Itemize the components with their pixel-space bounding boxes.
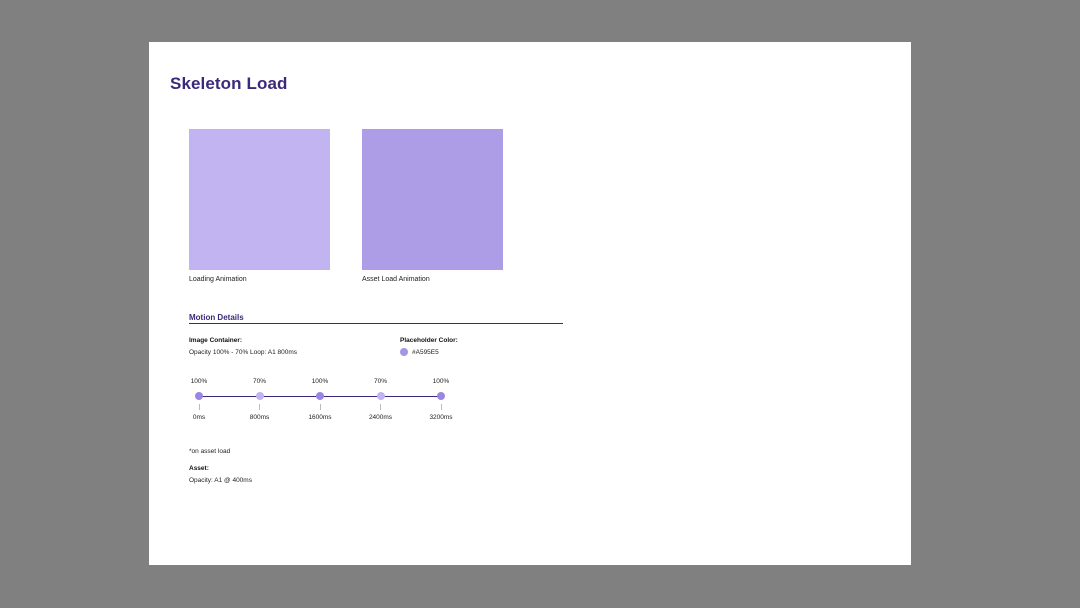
keyframe-time: 1600ms: [308, 414, 332, 421]
keyframe-dot: [255, 392, 264, 400]
placeholder-color-label: Placeholder Color:: [400, 337, 458, 344]
loading-animation-caption: Loading Animation: [189, 276, 247, 283]
image-container-label: Image Container:: [189, 337, 243, 344]
keyframe-opacity: 100%: [190, 378, 208, 385]
opacity-timeline: 100% 0ms 70% 800ms 100% 1600ms 70% 2400m…: [179, 378, 469, 428]
asset-load-note: *on asset load: [189, 448, 231, 455]
keyframe-tick: [319, 404, 321, 410]
keyframe-tick: [440, 404, 442, 410]
timeline-keyframe: 100% 3200ms: [421, 378, 461, 421]
keyframe-dot: [376, 392, 385, 400]
section-divider: [189, 323, 563, 324]
page-title: Skeleton Load: [170, 74, 288, 93]
keyframe-time: 800ms: [249, 414, 270, 421]
artboard: Skeleton Load Loading Animation Asset Lo…: [149, 42, 911, 565]
timeline-keyframe: 100% 1600ms: [300, 378, 340, 421]
asset-label: Asset:: [189, 465, 209, 472]
image-container-value: Opacity 100% - 70% Loop: A1 800ms: [189, 349, 298, 356]
timeline-keyframe: 100% 0ms: [179, 378, 219, 421]
asset-load-animation-caption: Asset Load Animation: [362, 276, 430, 283]
placeholder-color-value: #A595E5: [412, 349, 439, 356]
keyframe-dot: [437, 392, 445, 400]
asset-value: Opacity: A1 @ 400ms: [189, 477, 252, 484]
keyframe-dot: [195, 392, 203, 400]
keyframe-time: 2400ms: [368, 414, 393, 421]
keyframe-tick: [259, 404, 260, 410]
keyframe-time: 0ms: [192, 414, 206, 421]
timeline-keyframe: 70% 800ms: [240, 378, 280, 421]
keyframe-dot: [316, 392, 324, 400]
placeholder-color-swatch: [400, 348, 408, 356]
keyframe-opacity: 70%: [252, 378, 266, 385]
asset-load-animation-preview: [362, 129, 503, 270]
loading-animation-preview: [189, 129, 330, 270]
motion-details-heading: Motion Details: [189, 313, 244, 322]
timeline-keyframe: 70% 2400ms: [361, 378, 401, 421]
keyframe-time: 3200ms: [429, 414, 453, 421]
keyframe-opacity: 70%: [373, 378, 387, 385]
keyframe-opacity: 100%: [432, 378, 450, 385]
keyframe-opacity: 100%: [311, 378, 329, 385]
keyframe-tick: [198, 404, 200, 410]
keyframe-tick: [380, 404, 381, 410]
